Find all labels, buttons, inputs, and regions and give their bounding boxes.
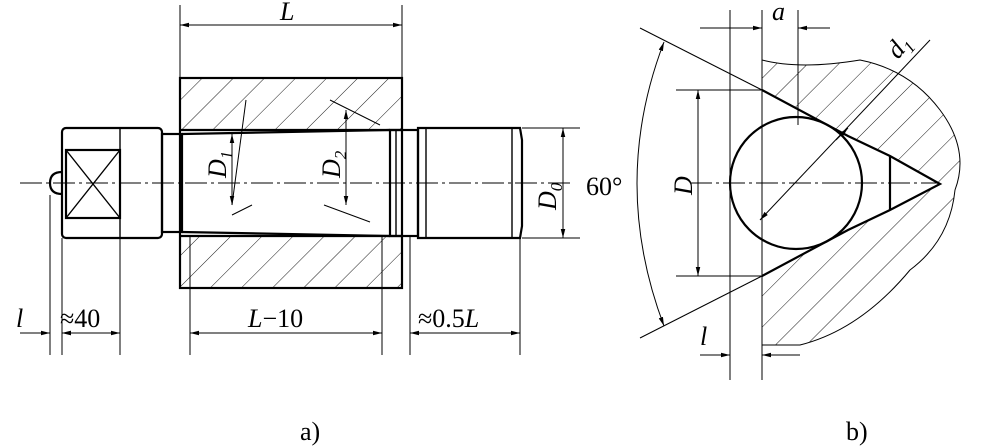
label-D2: D2 <box>317 150 350 179</box>
mandrel-body <box>48 126 524 240</box>
label-d1: d1 <box>880 29 919 67</box>
caption-b: b) <box>846 417 868 446</box>
dim-bottom: l ≈40 L−10 ≈0.5L <box>16 195 521 355</box>
dim-D2: D2 <box>317 99 381 223</box>
label-L: L <box>279 0 294 26</box>
caption-a: a) <box>300 417 320 446</box>
sleeve-section <box>178 76 404 290</box>
dim-D1: D1 <box>203 99 253 216</box>
label-40: ≈40 <box>60 304 100 333</box>
label-60: 60° <box>586 172 622 201</box>
label-L-10: L−10 <box>247 304 303 333</box>
figure-a: L D1 D2 D0 <box>16 0 580 446</box>
label-05L: ≈0.5L <box>418 304 479 333</box>
label-D: D <box>669 176 698 196</box>
label-D1: D1 <box>203 151 236 179</box>
label-D0: D0 <box>533 182 566 211</box>
label-a: a <box>772 0 785 26</box>
dim-D0: D0 <box>522 127 580 239</box>
label-l-b: l <box>700 322 707 351</box>
figure-b: 60° D a d1 l b) <box>586 0 961 446</box>
dim-L: L <box>179 0 403 78</box>
label-l-a: l <box>16 304 23 333</box>
